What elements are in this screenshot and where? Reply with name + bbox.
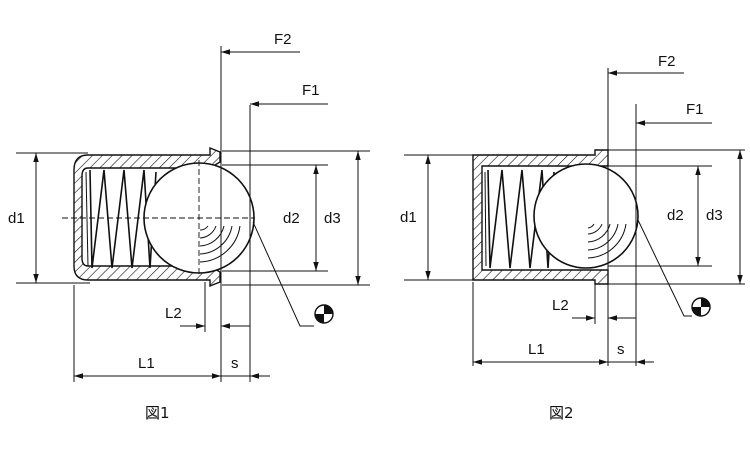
- figure-2-d1-label: d1: [400, 209, 417, 226]
- figure-1-L2-label: L2: [165, 305, 182, 322]
- figure-2-housing: [472, 149, 609, 285]
- figure-1-F1-label: F1: [302, 82, 320, 99]
- figure-1: F2 F1 d1 d2 d3 L2 L1: [8, 31, 370, 422]
- figure-1-d3-label: d3: [324, 210, 341, 227]
- figure-1-s-label: s: [231, 355, 239, 372]
- figure-2-ball: [533, 163, 639, 269]
- figure-2-caption: 図2: [549, 404, 574, 422]
- figure-2: F2 F1 d1 d2 d3 L2 L1: [400, 53, 745, 422]
- figure-2-L1-label: L1: [528, 341, 545, 358]
- figure-1-F2-label: F2: [274, 31, 292, 48]
- figure-2-F1-label: F1: [686, 101, 704, 118]
- figure-1-caption: 図1: [145, 404, 170, 422]
- figure-1-L1-label: L1: [138, 355, 155, 372]
- figure-1-d2-label: d2: [283, 210, 300, 227]
- figure-2-s-label: s: [617, 341, 625, 358]
- figure-2-d2-label: d2: [667, 207, 684, 224]
- figure-2-F2-label: F2: [658, 53, 676, 70]
- figure-2-L2-label: L2: [552, 297, 569, 314]
- figure-2-d3-label: d3: [706, 207, 723, 224]
- figure-1-d1-label: d1: [8, 210, 25, 227]
- figure-1-center-of-gravity-icon: [314, 304, 334, 324]
- figure-2-center-of-gravity-icon: [691, 297, 711, 317]
